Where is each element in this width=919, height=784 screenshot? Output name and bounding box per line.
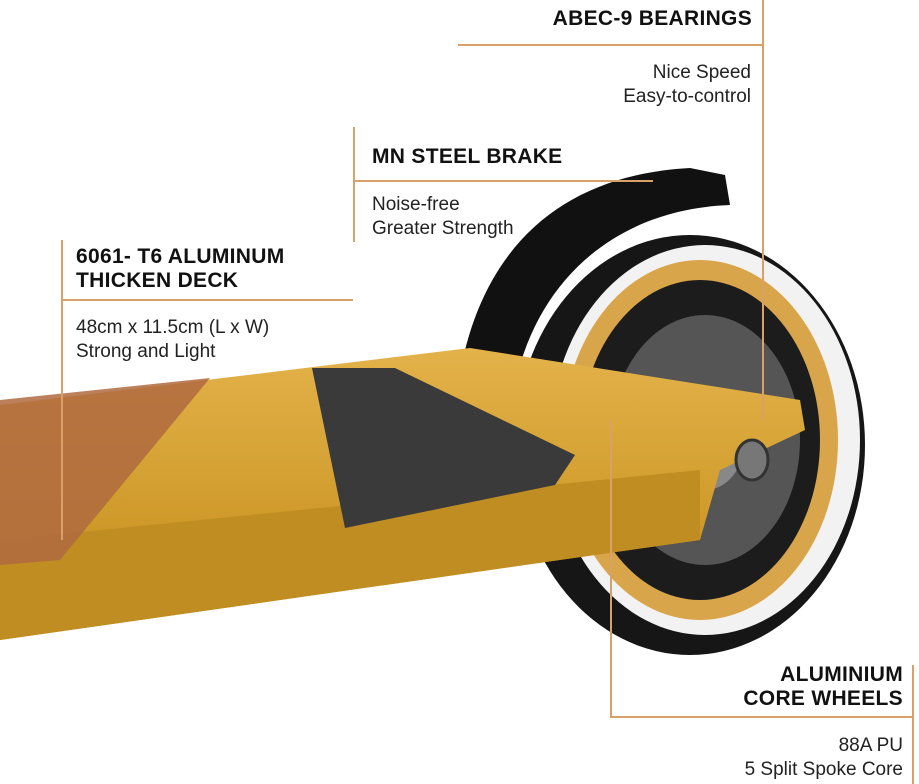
- callout-line: [353, 127, 355, 242]
- callout-line: [610, 420, 612, 718]
- deck-desc-1: 48cm x 11.5cm (L x W): [76, 317, 270, 338]
- bearings-desc-1: Nice Speed: [652, 62, 751, 83]
- deck-title-2: THICKEN DECK: [76, 269, 239, 292]
- brake-desc-2: Greater Strength: [372, 218, 514, 239]
- bearings-desc-2: Easy-to-control: [623, 86, 751, 107]
- wheels-desc-2: 5 Split Spoke Core: [744, 759, 903, 780]
- deck-title-1: 6061- T6 ALUMINUM: [76, 245, 285, 268]
- callout-line: [61, 299, 353, 301]
- callout-line: [353, 180, 653, 182]
- callout-line: [458, 44, 764, 46]
- bearings-title: ABEC-9 BEARINGS: [552, 7, 752, 30]
- deck-desc-2: Strong and Light: [76, 341, 216, 362]
- deck: [0, 348, 805, 640]
- axle-bolt: [734, 438, 770, 482]
- callout-line: [912, 665, 914, 784]
- callout-line: [762, 0, 764, 420]
- wheels-desc-1: 88A PU: [838, 735, 903, 756]
- brake-desc-1: Noise-free: [372, 194, 460, 215]
- brake-title: MN STEEL BRAKE: [372, 145, 563, 168]
- grip-tape: [312, 368, 575, 528]
- wheels-title-1: ALUMINIUM: [780, 663, 903, 686]
- callout-line: [61, 240, 63, 540]
- wheels-title-2: CORE WHEELS: [743, 687, 903, 710]
- callout-line: [610, 716, 914, 718]
